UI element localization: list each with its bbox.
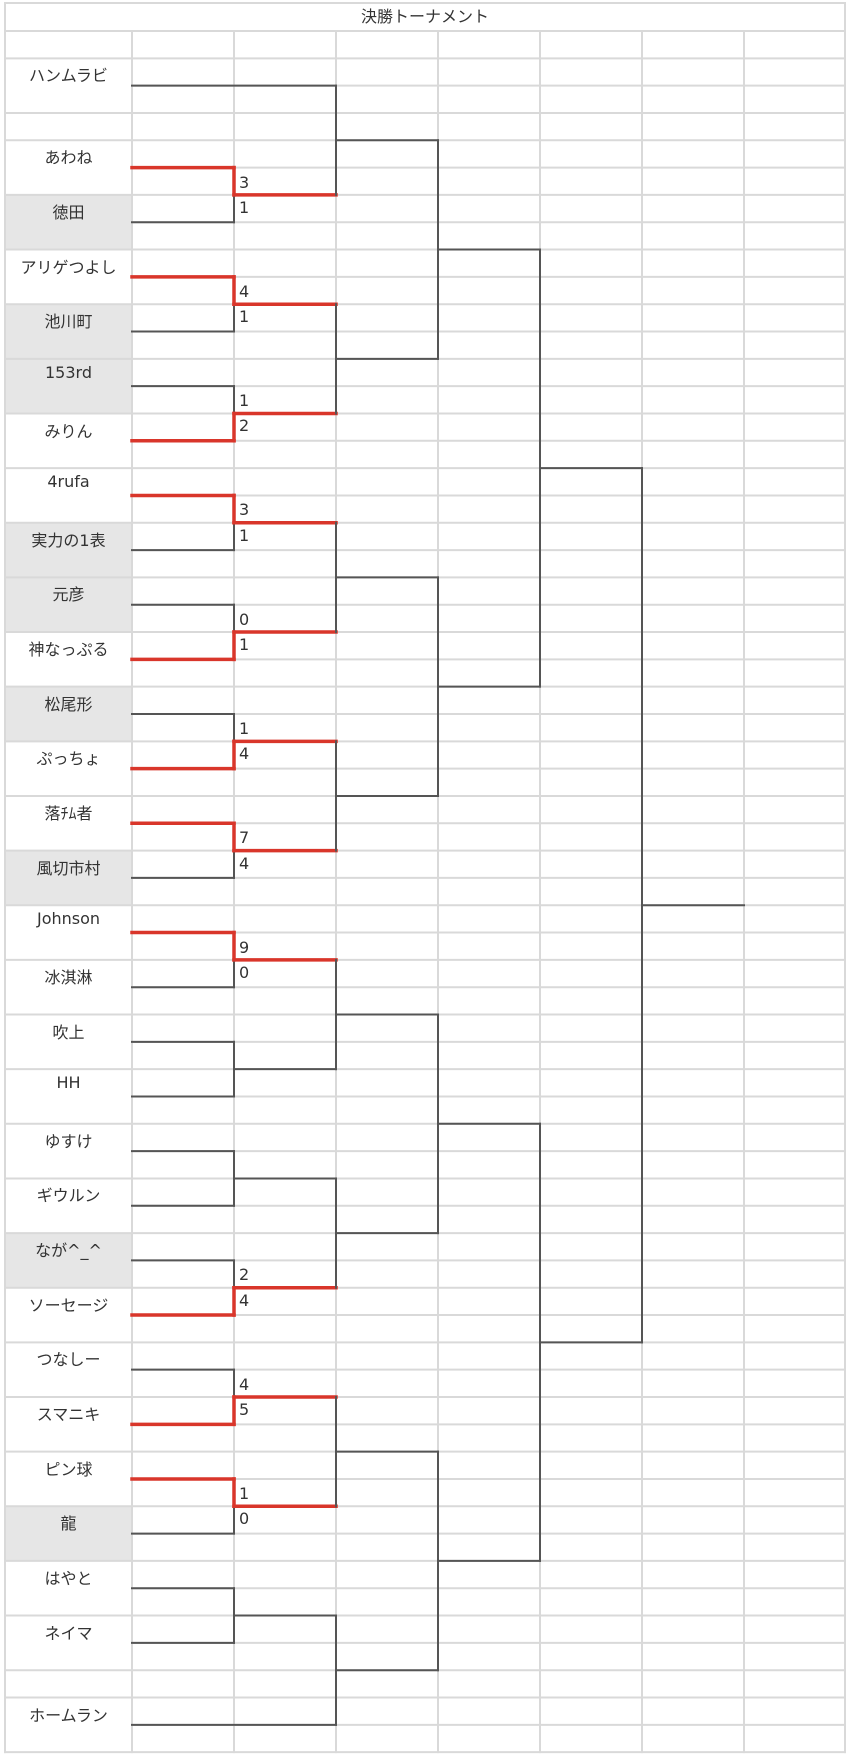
match-score: 1 xyxy=(239,197,250,217)
match-score: 3 xyxy=(239,172,250,192)
highlight-cell xyxy=(5,850,132,906)
match-score: 4 xyxy=(239,1290,250,1310)
match-score: 1 xyxy=(239,719,250,738)
player-name: 池川町 xyxy=(44,312,93,332)
player-name: ぷっちょ xyxy=(36,749,101,769)
player-name: ハンムラビ xyxy=(29,66,108,86)
player-name: 元彦 xyxy=(52,585,85,605)
player-name: なが^_^ xyxy=(35,1241,102,1261)
player-name: 落ﾁﾑ者 xyxy=(44,803,93,823)
player-name: HH xyxy=(56,1073,81,1093)
highlight-cell xyxy=(5,522,132,578)
highlight-cell xyxy=(5,1506,132,1561)
match-score: 1 xyxy=(239,307,250,327)
match-score: 0 xyxy=(239,609,250,629)
match-score: 4 xyxy=(239,853,250,873)
highlight-cell xyxy=(5,1233,132,1288)
match-score: 7 xyxy=(239,828,250,848)
match-score: 4 xyxy=(239,281,250,301)
match-score: 3 xyxy=(239,500,250,520)
player-name: 吹上 xyxy=(52,1022,85,1042)
match-score: 1 xyxy=(239,525,250,545)
player-name: ギウルン xyxy=(36,1186,101,1206)
highlight-cell xyxy=(5,686,132,742)
match-score: 2 xyxy=(239,1265,250,1285)
player-name: つなしー xyxy=(36,1350,101,1370)
player-name: はやと xyxy=(44,1568,93,1588)
highlight-cell xyxy=(5,194,132,250)
match-score: 5 xyxy=(239,1400,250,1419)
match-score: 1 xyxy=(239,391,250,411)
player-name: みりん xyxy=(44,421,93,441)
player-name: スマニキ xyxy=(36,1405,101,1425)
match-score: 4 xyxy=(239,744,250,764)
player-name: 徳田 xyxy=(52,202,85,222)
player-name: アリゲつよし xyxy=(20,257,117,277)
player-name: 冰淇淋 xyxy=(44,967,93,987)
player-name: 龍 xyxy=(60,1514,77,1534)
highlight-cell xyxy=(5,304,132,359)
player-name: あわね xyxy=(44,148,93,168)
player-name: ホームラン xyxy=(29,1705,108,1725)
match-score: 1 xyxy=(239,635,250,655)
player-name: ピン球 xyxy=(44,1459,93,1479)
player-name: Johnson xyxy=(36,909,101,929)
player-name: ネイマ xyxy=(44,1623,93,1643)
match-score: 0 xyxy=(239,962,250,982)
player-name: ソーセージ xyxy=(28,1295,109,1315)
player-name: ゆすけ xyxy=(44,1131,93,1151)
player-name: 風切市村 xyxy=(36,858,101,878)
match-score: 1 xyxy=(239,1483,250,1503)
player-name: 実力の1表 xyxy=(31,530,106,550)
highlight-cell xyxy=(5,577,132,633)
match-score: 9 xyxy=(239,937,250,957)
match-score: 0 xyxy=(239,1509,250,1529)
tournament-title: 決勝トーナメント xyxy=(360,7,489,26)
player-name: 153rd xyxy=(45,362,92,382)
highlight-cell xyxy=(5,358,132,414)
player-name: 神なっぷる xyxy=(28,640,109,660)
match-score: 4 xyxy=(239,1374,250,1394)
player-name: 松尾形 xyxy=(44,694,93,714)
player-name: 4rufa xyxy=(47,472,90,492)
match-score: 2 xyxy=(239,416,250,436)
